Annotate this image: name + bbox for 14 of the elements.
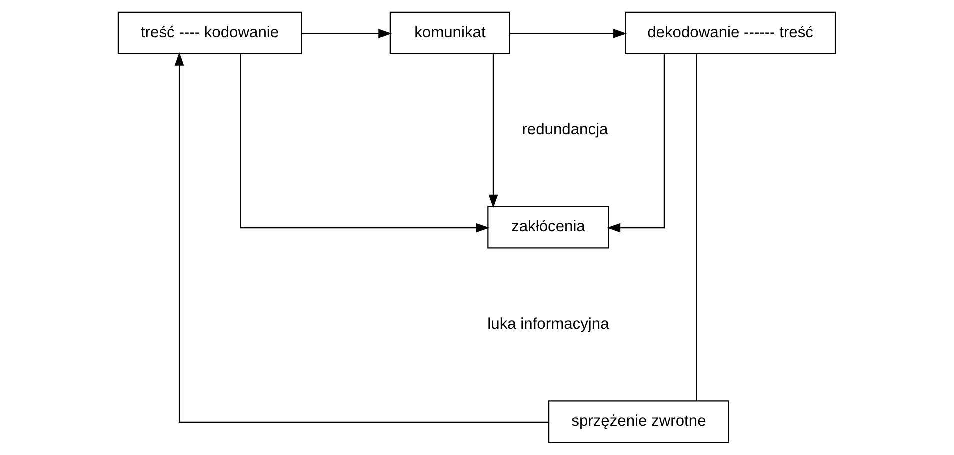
arrow	[510, 29, 627, 38]
arrow	[488, 54, 498, 208]
arrow	[174, 52, 549, 423]
label: luka informacyjna	[488, 316, 610, 333]
node-box: sprzężenie zwrotne	[548, 400, 730, 444]
arrow	[607, 54, 666, 233]
node-box: treść ---- kodowanie	[118, 12, 302, 54]
node-box: komunikat	[390, 12, 510, 54]
arrow	[240, 54, 490, 233]
arrow	[302, 29, 392, 38]
connector	[696, 54, 698, 401]
node-box: zakłócenia	[488, 206, 610, 249]
label: redundancja	[522, 121, 608, 138]
node-box: dekodowanie ------ treść	[625, 12, 836, 54]
